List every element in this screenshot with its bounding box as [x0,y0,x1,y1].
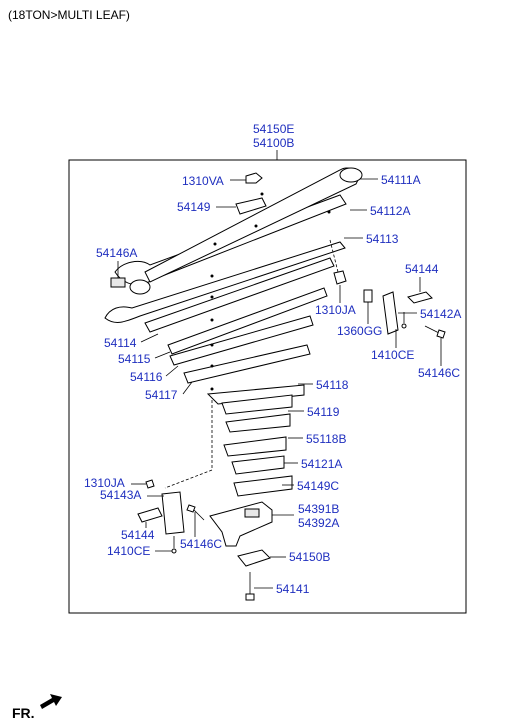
part-54119-plate[interactable] [221,394,293,415]
part-1310JA-upper[interactable] [333,270,347,285]
label-54114[interactable]: 54114 [104,336,137,350]
label-1310JA-upper[interactable]: 1310JA [315,303,356,317]
label-54144-upper[interactable]: 54144 [405,262,439,276]
label-54118[interactable]: 54118 [316,378,349,392]
diagram-title: (18TON>MULTI LEAF) [8,8,130,22]
part-54142A-bracket[interactable] [382,291,399,335]
leaf-54113-shape[interactable] [104,241,346,323]
label-54391B[interactable]: 54391B [298,502,339,516]
leaf-54116-shape[interactable] [169,315,314,366]
label-54146C-lower[interactable]: 54146C [180,537,222,551]
leaf-eye-front [339,167,363,183]
part-54144-upper[interactable] [407,291,433,304]
label-54150B[interactable]: 54150B [289,550,330,564]
label-54112A[interactable]: 54112A [370,204,410,218]
label-55118B[interactable]: 55118B [306,432,346,446]
part-54146A-bushing[interactable] [110,277,126,288]
part-54392A-bushing[interactable] [244,508,260,518]
lower-hanger-group [137,479,273,601]
label-54149C[interactable]: 54149C [297,479,339,493]
lower-plates [206,384,305,497]
leaf-54117-shape[interactable] [183,344,311,384]
label-54119[interactable]: 54119 [307,405,340,419]
label-54146C-upper[interactable]: 54146C [418,366,460,380]
part-54121A-plate[interactable] [223,436,287,457]
part-54150B-plate[interactable] [237,549,271,567]
upper-hanger-group [329,239,446,339]
label-54113[interactable]: 54113 [366,232,399,246]
label-54111A[interactable]: 54111A [381,173,421,187]
label-54116[interactable]: 54116 [130,370,163,384]
assembly-number-secondary: 54100B [253,136,294,150]
part-54118-plate[interactable] [206,384,305,405]
callouts: 54111A 1310VA 54149 54112A 54113 54146A … [84,173,461,596]
label-54142A[interactable]: 54142A [420,307,461,321]
leaf-eye-rear [129,279,151,295]
part-54149-block[interactable] [235,197,267,215]
part-1410CE-lower[interactable] [171,548,177,554]
label-54392A[interactable]: 54392A [298,516,339,530]
part-54149C-pad[interactable] [233,475,293,497]
label-1410CE-upper[interactable]: 1410CE [371,348,414,362]
label-1360GG[interactable]: 1360GG [337,324,382,338]
part-54144-lower[interactable] [137,507,163,523]
label-1410CE-lower[interactable]: 1410CE [107,544,150,558]
label-54143A[interactable]: 54143A [100,488,141,502]
part-55118B-plate[interactable] [225,413,291,433]
diagram-frame [68,159,467,614]
front-direction-arrow-icon [40,694,62,709]
leaf-54114-shape[interactable] [144,257,335,333]
leaf-54115-shape[interactable] [167,287,328,355]
front-direction-label: FR. [12,705,35,721]
label-54117[interactable]: 54117 [145,388,178,402]
label-54149[interactable]: 54149 [177,200,211,214]
part-54143A-bracket[interactable] [161,491,185,535]
part-1410CE-upper[interactable] [401,323,407,329]
part-1360GG[interactable] [363,289,373,303]
assembly-number-primary: 54150E [253,122,294,136]
part-54149C-plate[interactable] [231,455,285,475]
leaf-spring-stack [104,167,363,391]
part-1310VA-nut[interactable] [245,172,263,184]
label-54121A[interactable]: 54121A [301,457,342,471]
label-1310VA[interactable]: 1310VA [182,174,224,188]
label-54144-lower[interactable]: 54144 [121,528,155,542]
label-1310JA-lower[interactable]: 1310JA [84,476,125,490]
label-54141[interactable]: 54141 [276,582,310,596]
part-1310JA-lower[interactable] [145,479,155,489]
label-54146A[interactable]: 54146A [96,246,137,260]
label-54115[interactable]: 54115 [118,352,151,366]
